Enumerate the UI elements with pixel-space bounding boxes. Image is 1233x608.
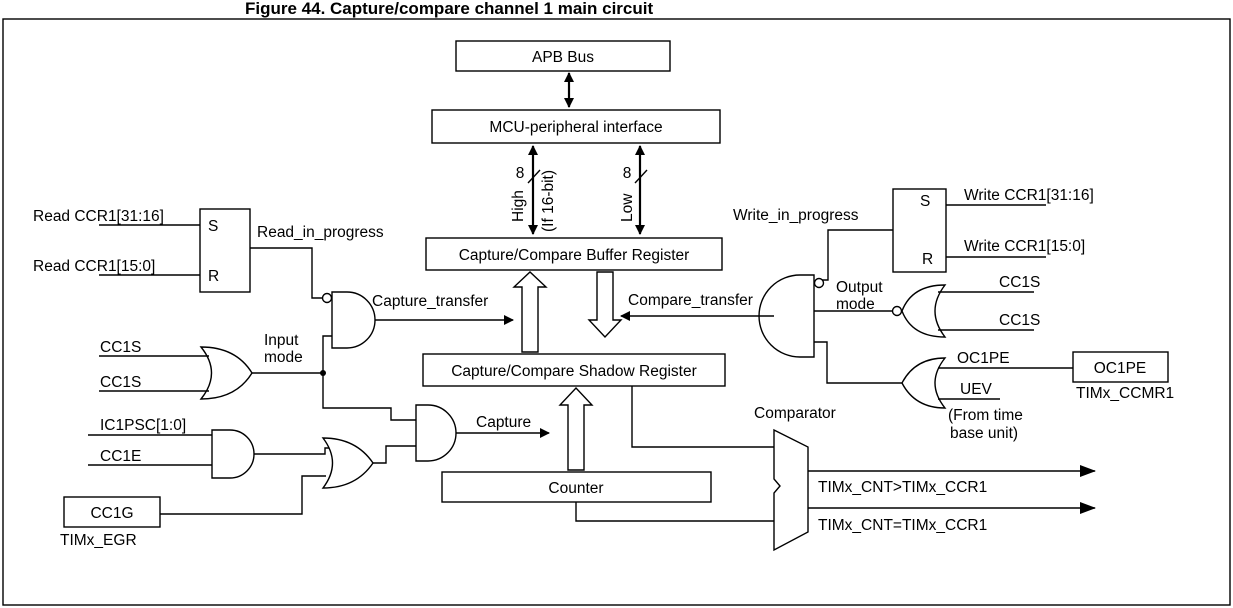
capture-transfer-label: Capture_transfer	[372, 293, 488, 310]
input-mode-junction	[320, 370, 326, 376]
oc1pe-label: OC1PE	[957, 350, 1010, 367]
preload-or-gate	[901, 357, 947, 409]
high-label: High	[510, 190, 527, 222]
read-latch-s: S	[208, 218, 218, 235]
compare-transfer-and-gate	[758, 274, 815, 358]
cc1e-label: CC1E	[100, 448, 141, 465]
counter-to-shadow-arrow	[558, 386, 594, 471]
write-in-progress-label: Write_in_progress	[733, 207, 859, 224]
output-mode-or-gate	[901, 284, 947, 338]
read-in-progress-label: Read_in_progress	[257, 224, 384, 241]
cnt-gt-label: TIMx_CNT>TIMx_CCR1	[818, 479, 987, 496]
cc1s-out-a-label: CC1S	[999, 274, 1040, 291]
input-mode-label-1: Input	[264, 332, 299, 349]
read-latch-r: R	[208, 268, 219, 285]
output-mode-label-2: mode	[836, 296, 875, 313]
comparator-block	[773, 428, 809, 552]
or-to-capture-and	[373, 445, 416, 464]
prescaler-to-or	[254, 447, 332, 455]
input-mode-to-capture	[322, 373, 416, 421]
compare-transfer-inversion	[813, 277, 825, 289]
compare-transfer-arrow	[587, 271, 623, 339]
counter-block	[441, 471, 712, 503]
cnt-eq-label: TIMx_CNT=TIMx_CCR1	[818, 517, 987, 534]
output-mode-inversion	[891, 305, 903, 317]
mcu-interface-block	[431, 109, 721, 144]
cc1s-in-b-label: CC1S	[100, 374, 141, 391]
shadow-register-block	[422, 353, 726, 387]
cc1g-label: CC1G	[90, 505, 133, 522]
write-latch-r: R	[922, 251, 933, 268]
read-low-label: Read CCR1[15:0]	[33, 258, 155, 275]
compare-transfer-label: Compare_transfer	[628, 292, 753, 309]
cc1s-out-b-label: CC1S	[999, 312, 1040, 329]
write-in-progress-wire	[818, 229, 893, 281]
low-bus-slash	[634, 169, 648, 184]
write-high-label: Write CCR1[31:16]	[964, 187, 1094, 204]
input-mode-to-and	[322, 335, 332, 373]
output-mode-label-1: Output	[836, 279, 883, 296]
comparator-label: Comparator	[754, 405, 836, 422]
read-high-label: Read CCR1[31:16]	[33, 208, 164, 225]
buffer-register-label: Capture/Compare Buffer Register	[459, 247, 690, 264]
input-mode-label-2: mode	[264, 349, 303, 366]
counter-to-comparator	[575, 502, 774, 522]
capture-and-gate	[415, 404, 457, 462]
capture-label: Capture	[476, 414, 531, 431]
from-time-label-1: (From time	[948, 407, 1023, 424]
capture-transfer-and-gate	[331, 291, 376, 349]
figure-title: Figure 44. Capture/compare channel 1 mai…	[245, 0, 653, 18]
high-bus-slash	[527, 169, 541, 184]
tim-ccmr1-label: TIMx_CCMR1	[1076, 385, 1174, 402]
write-low-label: Write CCR1[15:0]	[964, 238, 1085, 255]
read-latch	[199, 208, 251, 293]
counter-label: Counter	[548, 480, 603, 497]
mcu-interface-label: MCU-peripheral interface	[489, 119, 662, 136]
prescaler-and-gate	[211, 429, 255, 479]
tim-egr-label: TIMx_EGR	[60, 532, 137, 549]
input-mode-or-gate	[199, 346, 253, 400]
low-label: Low	[619, 193, 636, 222]
oc1pe-box-label: OC1PE	[1094, 360, 1147, 377]
if16-label: (If 16-bit)	[540, 170, 557, 232]
from-time-label-2: base unit)	[950, 425, 1018, 442]
preload-to-and	[814, 341, 902, 384]
cc1g-or-gate	[321, 437, 374, 489]
cc1g-wire	[160, 475, 326, 515]
high-width: 8	[516, 165, 525, 182]
shadow-register-label: Capture/Compare Shadow Register	[451, 363, 697, 380]
apb-bus-label: APB Bus	[532, 49, 594, 66]
capture-transfer-inversion	[321, 292, 333, 304]
write-latch-s: S	[920, 193, 930, 210]
ic1psc-label: IC1PSC[1:0]	[100, 417, 186, 434]
shadow-to-comparator	[631, 386, 774, 448]
read-in-progress-wire	[250, 247, 322, 299]
cc1s-in-a-label: CC1S	[100, 339, 141, 356]
write-latch	[892, 188, 947, 273]
low-width: 8	[623, 165, 632, 182]
apb-bus-block	[455, 40, 671, 72]
buffer-register-block	[425, 237, 723, 271]
figure-frame	[2, 18, 1231, 606]
capture-transfer-arrow	[512, 271, 548, 353]
uev-label: UEV	[960, 381, 993, 398]
oc1pe-box	[1072, 351, 1169, 383]
cc1g-box	[63, 496, 161, 528]
